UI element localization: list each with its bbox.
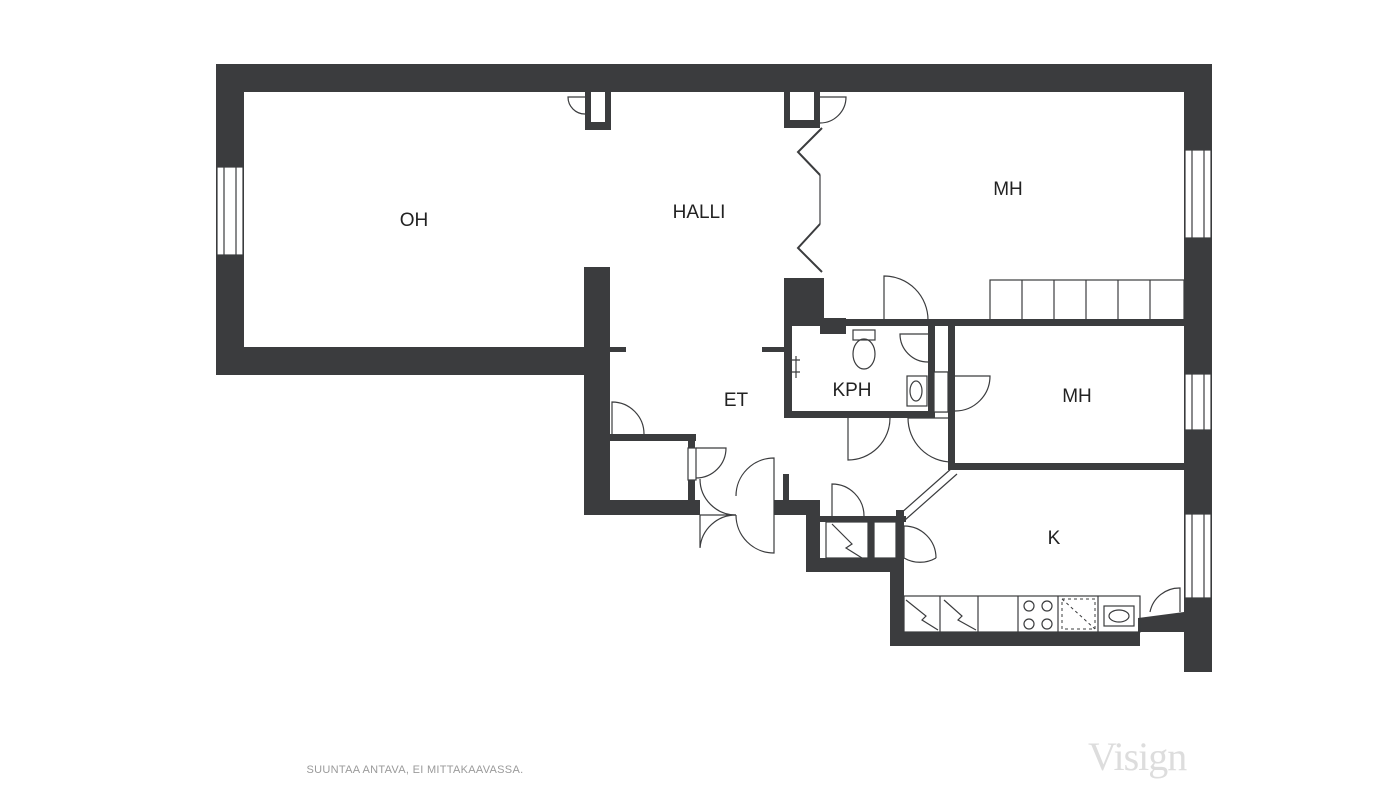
shower-tap	[792, 356, 800, 378]
wall-k-stub	[896, 510, 904, 560]
toilet-bowl	[852, 338, 876, 370]
wall-shaft-bottom	[806, 558, 904, 572]
room-label-oh: OH	[400, 210, 429, 231]
door-kph	[883, 275, 929, 322]
wall-closet-top	[606, 434, 696, 441]
room-label-mh-upper: MH	[993, 179, 1023, 200]
room-label-k: K	[1048, 528, 1061, 549]
door-closet	[611, 401, 645, 435]
dishwasher	[1061, 598, 1096, 630]
door-mh-lower	[954, 375, 991, 412]
wall-shaft-div	[868, 516, 874, 562]
brand-logo: Visign	[1088, 734, 1187, 779]
wall-shaft-mid	[820, 516, 906, 522]
door-entry-left	[699, 478, 737, 547]
wall-kph-bottom	[784, 411, 934, 418]
wall-et-left	[584, 267, 610, 515]
wall-kph-left	[784, 278, 792, 418]
wall-mh2-left	[948, 322, 955, 468]
door-et-kph	[847, 417, 891, 461]
wall-mh-bottom	[926, 319, 1186, 326]
wall-k-left	[890, 558, 904, 646]
door-entry-right	[735, 457, 775, 515]
wall-shaft-left	[806, 500, 820, 572]
wall-kph-top	[784, 319, 930, 326]
toilet-tank	[852, 329, 876, 341]
wall-corner	[1138, 612, 1212, 672]
wall-stub-right	[762, 347, 786, 352]
kitchen-sink	[1103, 605, 1135, 627]
wall-et-bottom	[584, 500, 700, 515]
wall-entry-stub	[783, 474, 789, 504]
door-kph-inner	[899, 333, 929, 363]
door-closet-side	[695, 447, 727, 479]
door-corner-closet	[1149, 587, 1181, 613]
room-label-kph: KPH	[832, 380, 871, 401]
windows	[216, 149, 1212, 599]
door-niche-left	[567, 96, 586, 115]
wall-stub-left	[606, 347, 626, 352]
kitchen-counter	[903, 595, 1141, 633]
folding-door-lower	[796, 223, 823, 273]
door-niche-right	[819, 96, 847, 124]
window-mh-upper	[1184, 149, 1212, 239]
wall-column-foot	[820, 318, 846, 334]
bathroom-fixtures	[792, 329, 949, 413]
wall-top	[216, 64, 1212, 92]
door-et-mh	[907, 417, 953, 463]
interior-walls	[585, 92, 1186, 562]
disclaimer-text: SUUNTAA ANTAVA, EI MITTAKAAVASSA.	[306, 764, 524, 776]
window-oh	[216, 166, 244, 256]
wall-mh2-bottom	[948, 463, 1186, 470]
window-k	[1184, 513, 1212, 599]
sink	[906, 375, 928, 407]
opening-k	[899, 467, 958, 521]
room-labels: OH HALLI MH ET KPH MH K	[400, 179, 1092, 549]
room-label-mh-lower: MH	[1062, 386, 1092, 407]
fridge-symbol	[905, 599, 939, 631]
window-mh-lower	[1184, 373, 1212, 431]
freezer-symbol	[943, 599, 977, 631]
stove-burner	[1023, 600, 1035, 612]
folding-door-upper	[796, 127, 823, 176]
folding-doors	[796, 127, 823, 273]
wall-column	[784, 278, 824, 322]
room-label-et: ET	[724, 390, 749, 411]
wardrobes	[989, 279, 1185, 321]
wall-entry-right	[774, 500, 820, 515]
room-label-halli: HALLI	[673, 202, 726, 223]
wall-kph-right	[928, 322, 935, 418]
wall-k-bottom	[890, 632, 1140, 646]
shafts	[825, 521, 897, 559]
wall-oh-bottom	[216, 347, 610, 375]
exterior-walls	[216, 64, 1212, 672]
door-k	[903, 526, 937, 563]
door-shaft	[831, 483, 865, 517]
footer-disclaimer: SUUNTAA ANTAVA, EI MITTAKAAVASSA.	[0, 764, 1400, 776]
